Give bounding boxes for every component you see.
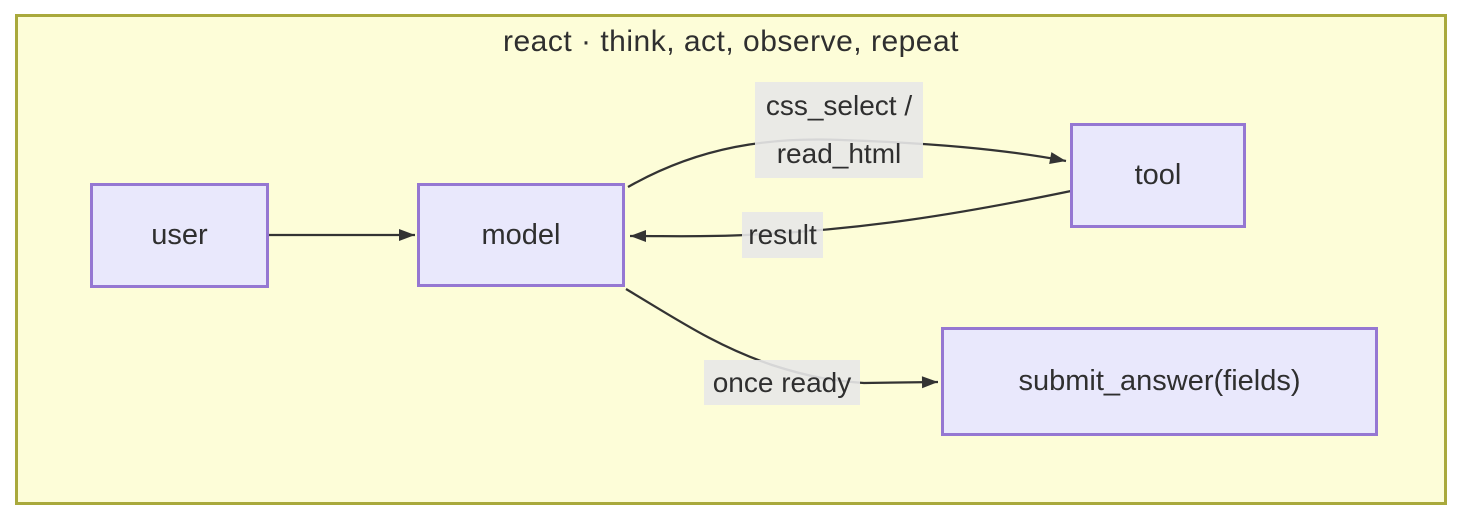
edge-label-css-select-read-html: css_select / read_html [755, 82, 923, 178]
node-model: model [417, 183, 625, 287]
edge-label-css-select-line2: read_html [776, 138, 902, 169]
node-user-label: user [151, 219, 208, 251]
node-submit-answer-label: submit_answer(fields) [1018, 365, 1301, 397]
edge-label-once-ready: once ready [704, 360, 860, 405]
node-submit-answer: submit_answer(fields) [941, 327, 1378, 436]
node-user: user [90, 183, 269, 288]
node-model-label: model [481, 218, 561, 251]
node-tool: tool [1070, 123, 1246, 228]
edge-label-result-text: result [748, 219, 817, 250]
diagram-title: react · think, act, observe, repeat [502, 25, 960, 58]
edge-label-once-ready-text: once ready [712, 366, 852, 398]
edge-label-css-select-line1: css_select / [765, 90, 913, 121]
node-tool-label: tool [1134, 159, 1182, 191]
edge-label-result: result [742, 212, 823, 258]
